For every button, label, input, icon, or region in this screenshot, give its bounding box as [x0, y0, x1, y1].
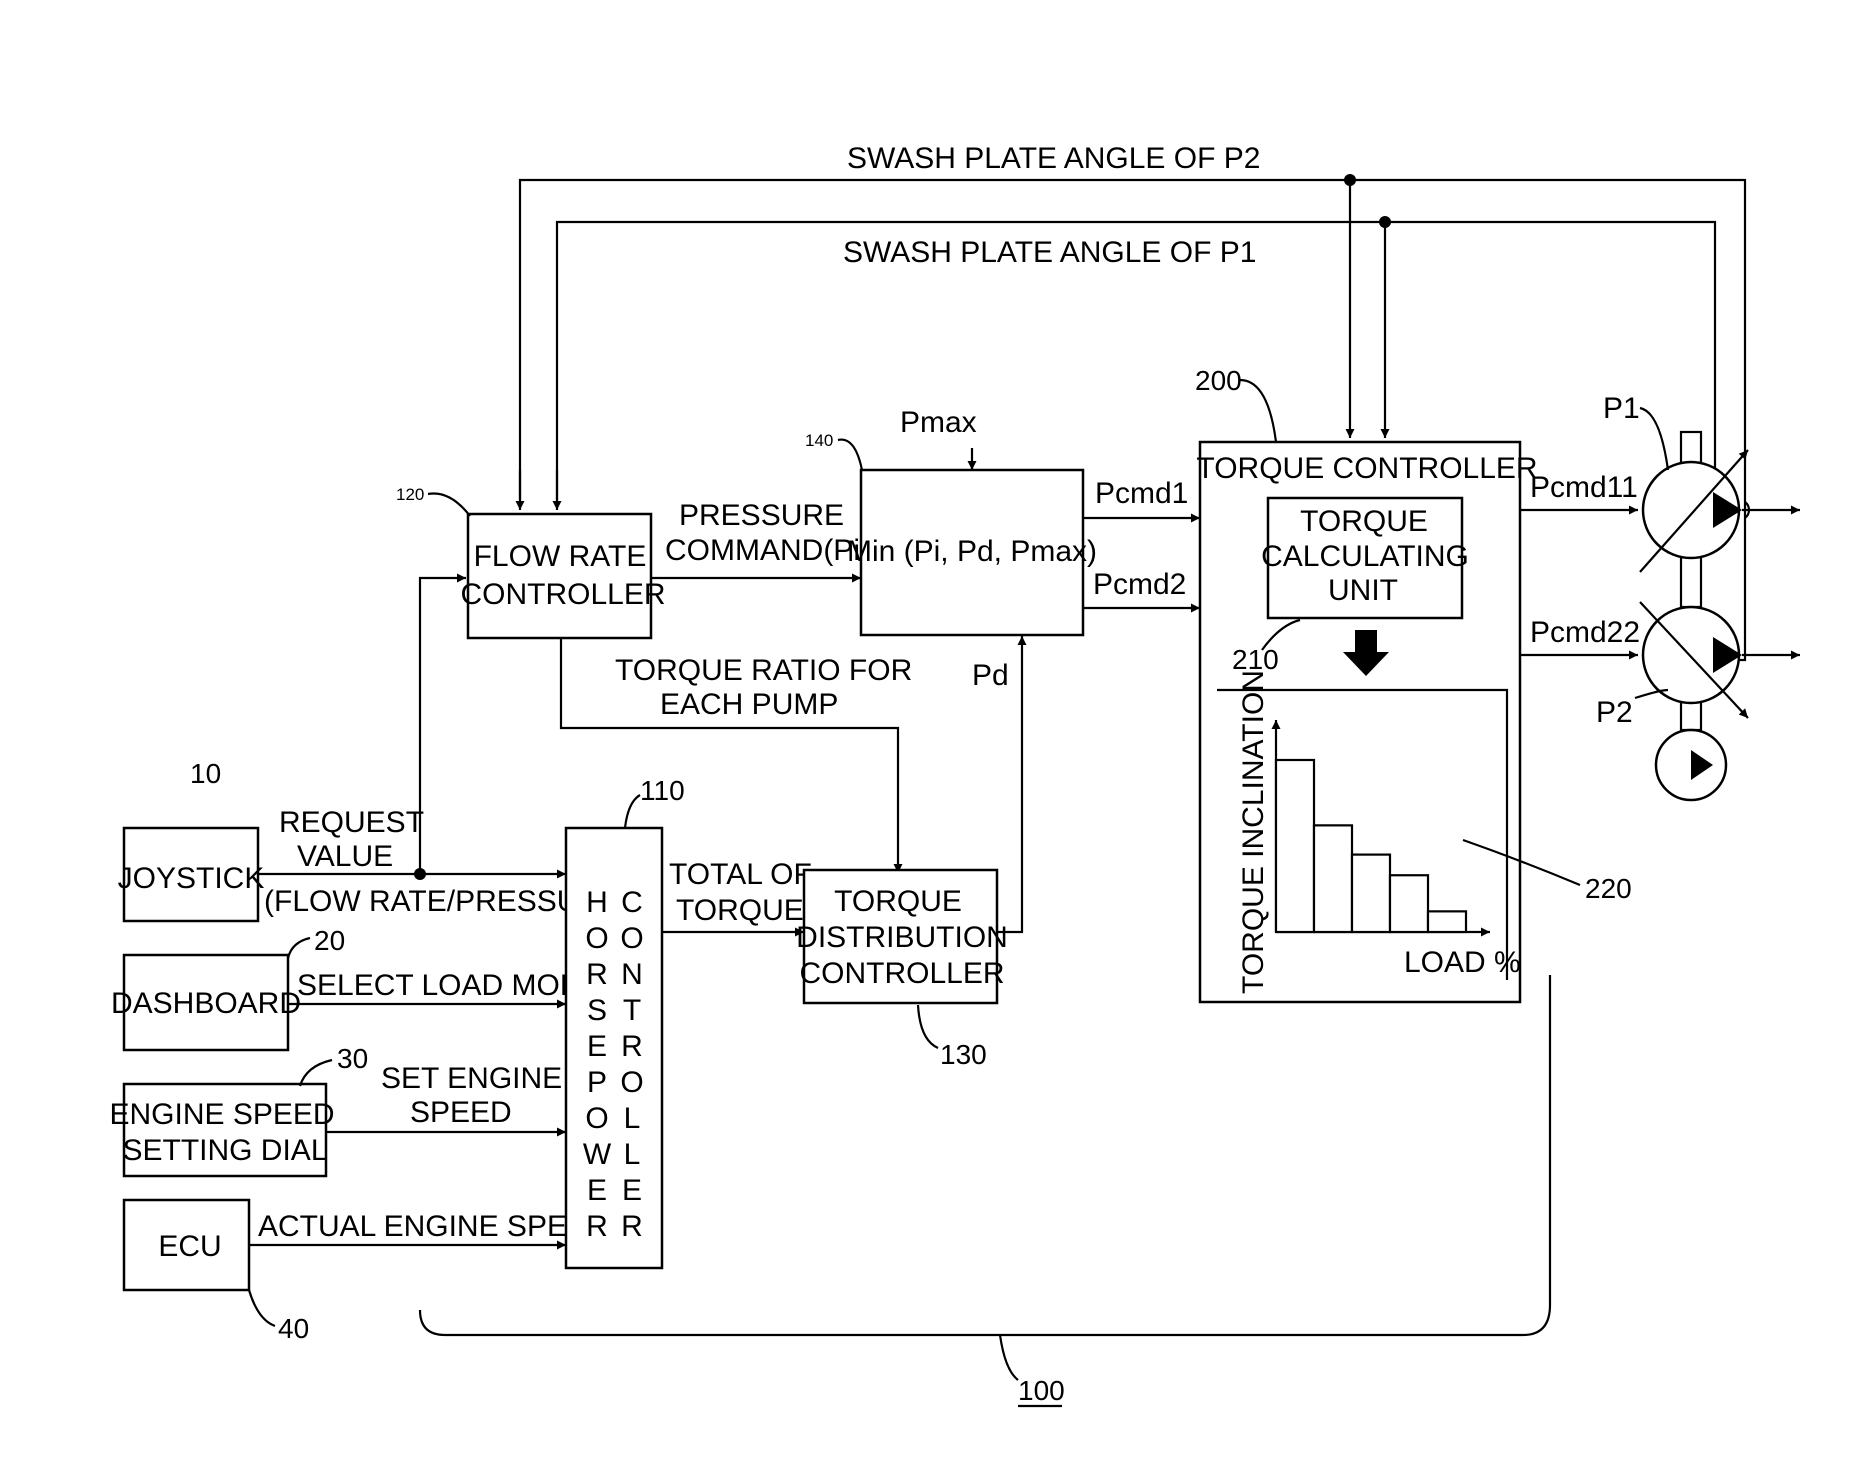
ref-200: 200	[1195, 365, 1242, 396]
horsepower-letter: E	[587, 1174, 607, 1207]
torque-distribution-label-2: DISTRIBUTION	[796, 921, 1008, 954]
torque-bar	[1428, 911, 1466, 932]
p2-label: P2	[1596, 696, 1633, 729]
torque-calc-label-2: CALCULATING	[1261, 540, 1469, 573]
ref-100: 100	[1018, 1375, 1065, 1406]
controller-letter: R	[621, 1030, 643, 1063]
select-load-mode-label: SELECT LOAD MODE	[297, 969, 602, 1002]
torque-calc-label-1: TORQUE	[1300, 505, 1428, 538]
torque-calc-label-3: UNIT	[1328, 574, 1398, 607]
controller-letter: L	[624, 1138, 641, 1171]
controller-letter: E	[622, 1174, 642, 1207]
horsepower-letter: H	[586, 886, 608, 919]
flow-rate-controller-label-1: FLOW RATE	[474, 540, 647, 573]
ref-130: 130	[940, 1039, 987, 1070]
horsepower-letter: O	[585, 922, 608, 955]
min-block-label: Min (Pi, Pd, Pmax)	[847, 535, 1097, 568]
horsepower-controller-block	[566, 828, 662, 1268]
request-value-label-2: VALUE	[297, 840, 393, 873]
controller-letter: T	[623, 994, 641, 1027]
ref-20: 20	[314, 925, 345, 956]
horsepower-letter: P	[587, 1066, 607, 1099]
torque-bar	[1390, 875, 1428, 932]
request-value-label-1: REQUEST	[279, 806, 424, 839]
torque-ratio-label-2: EACH PUMP	[660, 688, 838, 721]
ref-40: 40	[278, 1313, 309, 1344]
pilot-pump-icon	[1656, 730, 1726, 800]
pcmd11-label: Pcmd11	[1530, 471, 1638, 504]
set-engine-speed-label-1: SET ENGINE	[381, 1062, 562, 1095]
controller-letter: L	[624, 1102, 641, 1135]
torque-ratio-label-1: TORQUE RATIO FOR	[615, 654, 912, 687]
set-engine-speed-label-2: SPEED	[410, 1096, 512, 1129]
torque-bar	[1276, 760, 1314, 932]
actual-engine-speed-label: ACTUAL ENGINE SPEED	[258, 1210, 609, 1243]
total-of-torque-label-2: TORQUE	[676, 894, 804, 927]
flow-rate-controller-block	[468, 514, 651, 638]
ref-140: 140	[805, 431, 833, 450]
swash-plate-angle-p2-label: SWASH PLATE ANGLE OF P2	[847, 142, 1260, 175]
horsepower-letter: R	[586, 1210, 608, 1243]
ref-220: 220	[1585, 873, 1632, 904]
p1-label: P1	[1603, 392, 1640, 425]
torque-inclination-label: TORQUE INCLINATION	[1237, 670, 1270, 994]
pd-label: Pd	[972, 659, 1009, 692]
horsepower-letter: S	[587, 994, 607, 1027]
torque-bar	[1352, 855, 1390, 932]
controller-letter: O	[620, 1066, 643, 1099]
ref-30: 30	[337, 1043, 368, 1074]
pmax-label: Pmax	[900, 406, 977, 439]
swash-plate-angle-p1-label: SWASH PLATE ANGLE OF P1	[843, 236, 1256, 269]
pressure-label: PRESSURE	[679, 499, 844, 532]
pump-p2-icon	[1640, 602, 1748, 718]
pcmd22-label: Pcmd22	[1530, 616, 1640, 649]
horsepower-letter: R	[586, 958, 608, 991]
ref-110: 110	[640, 775, 685, 806]
controller-letter: C	[621, 886, 643, 919]
engine-speed-dial-label-2: SETTING DIAL	[122, 1134, 327, 1167]
controller-letter: O	[620, 922, 643, 955]
horsepower-letter: O	[585, 1102, 608, 1135]
flow-rate-controller-label-2: CONTROLLER	[460, 578, 665, 611]
joystick-label: JOYSTICK	[118, 862, 265, 895]
engine-speed-dial-label-1: ENGINE SPEED	[109, 1098, 334, 1131]
ref-120: 120	[396, 485, 424, 504]
total-of-torque-label-1: TOTAL OF	[669, 858, 812, 891]
pump-p1-icon	[1640, 450, 1748, 572]
torque-distribution-label-3: CONTROLLER	[799, 957, 1004, 990]
pcmd1-label: Pcmd1	[1095, 477, 1188, 510]
command-pi-label: COMMAND(Pi)	[665, 534, 870, 567]
load-percent-label: LOAD %	[1404, 946, 1521, 979]
pcmd2-label: Pcmd2	[1093, 568, 1186, 601]
ref-10: 10	[190, 758, 221, 789]
torque-controller-label: TORQUE CONTROLLER	[1196, 452, 1537, 485]
dashboard-label: DASHBOARD	[111, 987, 301, 1020]
horsepower-letter: E	[587, 1030, 607, 1063]
ecu-label: ECU	[158, 1230, 221, 1263]
controller-letter: R	[621, 1210, 643, 1243]
torque-distribution-label-1: TORQUE	[834, 885, 962, 918]
torque-bar	[1314, 825, 1352, 932]
horsepower-letter: W	[583, 1138, 612, 1171]
controller-letter: N	[621, 958, 643, 991]
